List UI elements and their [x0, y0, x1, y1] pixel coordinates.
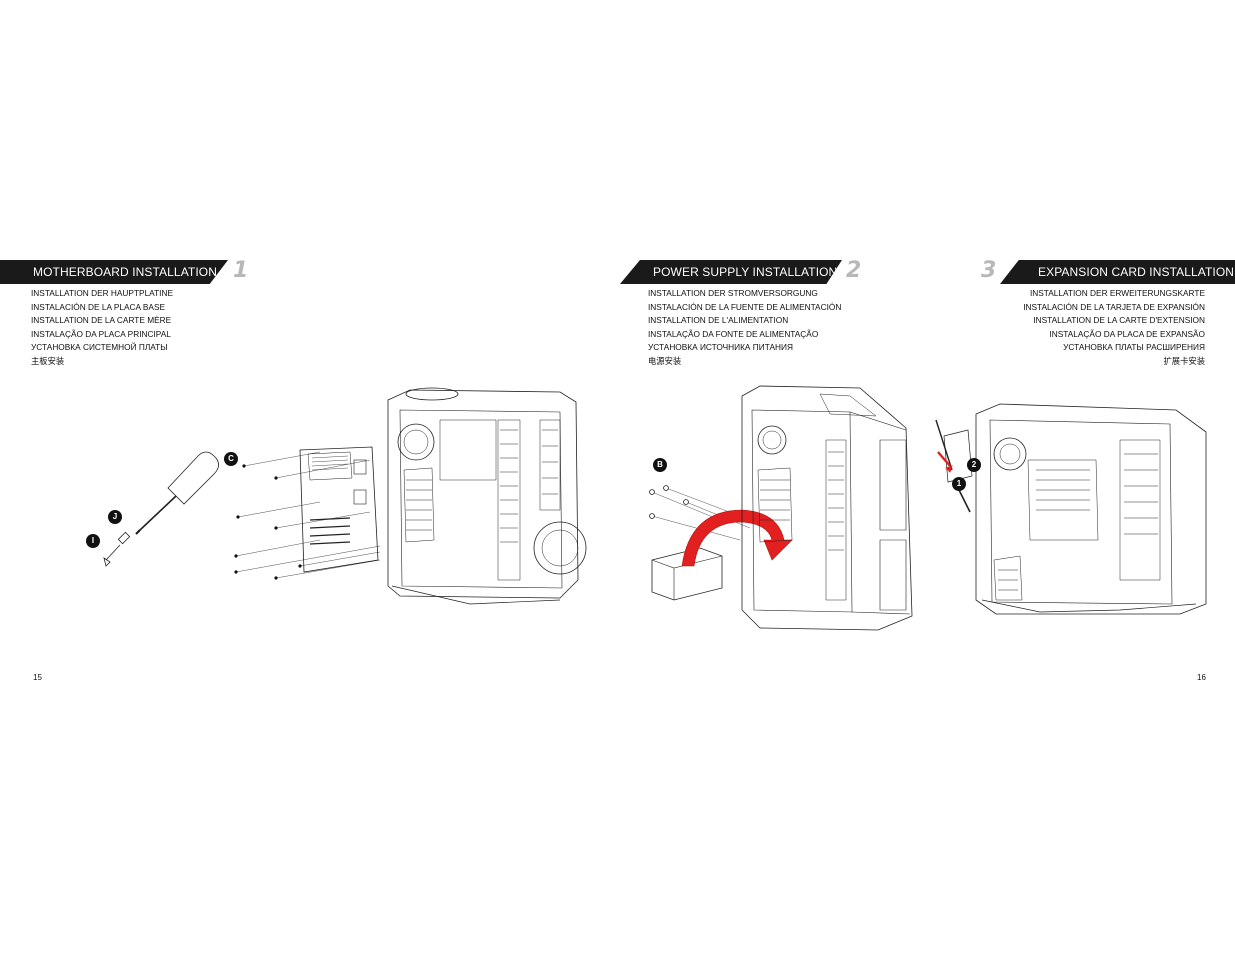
lang-ru: УСТАНОВКА ПЛАТЫ РАСШИРЕНИЯ [1063, 342, 1205, 353]
lang-ru: УСТАНОВКА ИСТОЧНИКА ПИТАНИЯ [648, 342, 793, 353]
lang-pt: INSTALAÇÃO DA PLACA DE EXPANSÃO [1049, 328, 1205, 339]
expansion-card-illustration [935, 403, 1207, 615]
callout-1: 1 [952, 477, 966, 491]
screwdriver-illustration [103, 451, 219, 567]
page-number-left: 15 [33, 673, 42, 682]
lang-zh: 电源安装 [648, 355, 682, 366]
lang-de: INSTALLATION DER STROMVERSORGUNG [648, 288, 818, 298]
lang-es: INSTALACIÓN DE LA TARJETA DE EXPANSIÓN [1023, 301, 1205, 312]
section-title: POWER SUPPLY INSTALLATION [653, 265, 838, 279]
psu-illustration [649, 485, 793, 601]
step-number: 3 [981, 258, 997, 283]
section-header-power-supply: POWER SUPPLY INSTALLATION [620, 260, 842, 284]
lang-fr: INSTALLATION DE LA CARTE D'EXTENSION [1033, 315, 1205, 326]
lang-pt: INSTALAÇÃO DA PLACA PRINCIPAL [31, 328, 171, 339]
case-open-illustration [387, 387, 587, 605]
language-list: INSTALLATION DER ERWEITERUNGSKARTE INSTA… [995, 287, 1205, 369]
section-title: EXPANSION CARD INSTALLATION [1038, 265, 1235, 279]
motherboard-illustration [234, 446, 381, 580]
callout-2: 2 [967, 458, 981, 472]
lang-pt: INSTALAÇÃO DA FONTE DE ALIMENTAÇÃO [648, 328, 819, 339]
section-title: MOTHERBOARD INSTALLATION [33, 265, 217, 279]
lang-de: INSTALLATION DER ERWEITERUNGSKARTE [1029, 288, 1205, 298]
lang-fr: INSTALLATION DE L'ALIMENTATION [648, 315, 789, 326]
lang-es: INSTALACIÓN DE LA FUENTE DE ALIMENTACIÓN [648, 301, 842, 312]
callout-j: J [108, 510, 122, 524]
lang-fr: INSTALLATION DE LA CARTE MÈRE [31, 315, 172, 326]
lang-de: INSTALLATION DER HAUPTPLATINE [31, 288, 173, 298]
insert-arrow-icon [937, 451, 951, 467]
callout-c: C [224, 452, 238, 466]
lang-zh: 扩展卡安装 [1163, 355, 1206, 366]
case-closed-illustration [741, 385, 913, 631]
section-header-motherboard: MOTHERBOARD INSTALLATION [0, 260, 228, 284]
lang-zh: 主板安装 [31, 355, 65, 366]
install-arrow-icon [681, 509, 793, 567]
step-number: 1 [233, 258, 249, 283]
language-list: INSTALLATION DER STROMVERSORGUNG INSTALA… [648, 287, 841, 369]
lang-ru: УСТАНОВКА СИСТЕМНОЙ ПЛАТЫ [31, 342, 168, 353]
language-list: INSTALLATION DER HAUPTPLATINE INSTALACIÓ… [31, 287, 173, 369]
callout-i: I [86, 534, 100, 548]
step-number: 2 [846, 258, 862, 283]
page-number-right: 16 [1197, 673, 1206, 682]
section-header-expansion-card: EXPANSION CARD INSTALLATION [1000, 260, 1235, 284]
lang-es: INSTALACIÓN DE LA PLACA BASE [31, 301, 166, 312]
callout-b: B [653, 458, 667, 472]
